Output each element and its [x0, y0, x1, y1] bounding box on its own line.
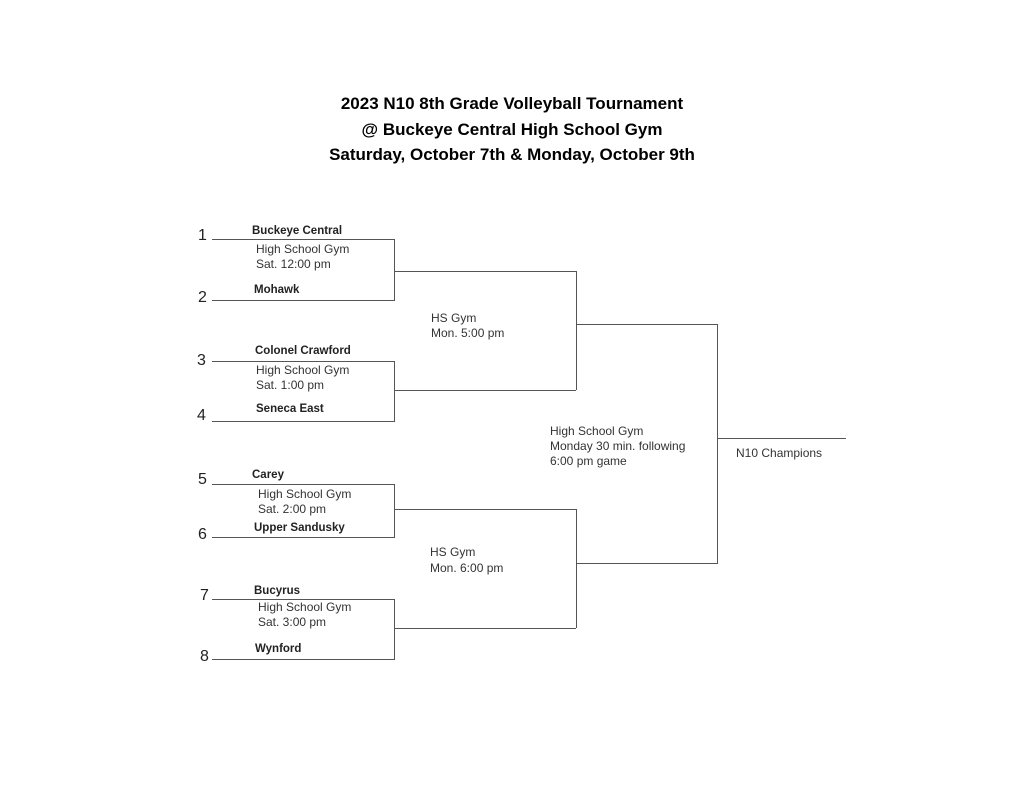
champion-line	[717, 438, 846, 439]
seed-number: 3	[197, 352, 206, 369]
team-name: Colonel Crawford	[255, 345, 351, 357]
team-name: Bucyrus	[254, 585, 301, 597]
match-venue: High School Gym	[256, 363, 350, 377]
bracket-line	[212, 361, 395, 362]
team-name: Buckeye Central	[252, 225, 343, 237]
match-time: Sat. 3:00 pm	[258, 615, 327, 629]
seed-number: 2	[198, 289, 207, 306]
final-time-line-2: 6:00 pm game	[550, 454, 627, 468]
bracket-line	[212, 300, 395, 301]
bracket-line	[576, 324, 718, 325]
match-time: Sat. 12:00 pm	[256, 257, 331, 271]
team-name: Wynford	[255, 643, 302, 655]
champion-label: N10 Champions	[736, 446, 823, 460]
bracket-line	[394, 239, 395, 300]
bracket-line	[394, 509, 576, 510]
seed-number: 6	[198, 526, 207, 543]
seed-number: 1	[198, 227, 207, 244]
bracket-line	[576, 509, 577, 628]
seed-number: 4	[197, 407, 206, 424]
team-name: Upper Sandusky	[254, 522, 345, 534]
match-time: Sat. 1:00 pm	[256, 378, 325, 392]
team-name: Seneca East	[256, 403, 324, 415]
bracket-line	[394, 628, 576, 629]
match-venue: High School Gym	[256, 242, 350, 256]
match-venue: HS Gym	[431, 311, 477, 325]
bracket-line	[212, 484, 395, 485]
bracket-line	[212, 239, 395, 240]
seed-number: 8	[200, 648, 209, 665]
final-time-line-1: Monday 30 min. following	[550, 439, 686, 453]
final-venue: High School Gym	[550, 424, 644, 438]
title-line-2: @ Buckeye Central High School Gym	[361, 120, 663, 139]
bracket-line	[576, 563, 718, 564]
bracket-line	[394, 599, 395, 659]
bracket-line	[717, 324, 718, 563]
match-time: Sat. 2:00 pm	[258, 502, 327, 516]
bracket-line	[212, 421, 395, 422]
title-line-1: 2023 N10 8th Grade Volleyball Tournament	[340, 94, 684, 113]
match-time: Mon. 5:00 pm	[431, 326, 505, 340]
match-time: Mon. 6:00 pm	[430, 561, 504, 575]
match-venue: High School Gym	[258, 487, 352, 501]
bracket-line	[394, 484, 395, 537]
bracket-line	[394, 361, 395, 421]
seed-number: 7	[200, 587, 209, 604]
match-venue: High School Gym	[258, 600, 352, 614]
bracket-line	[394, 271, 576, 272]
bracket-line	[394, 390, 576, 391]
title-line-3: Saturday, October 7th & Monday, October …	[329, 145, 695, 164]
bracket-line	[212, 659, 395, 660]
bracket-line	[576, 271, 577, 390]
bracket-line	[212, 537, 395, 538]
team-name: Carey	[252, 469, 284, 481]
match-venue: HS Gym	[430, 545, 476, 559]
seed-number: 5	[198, 471, 207, 488]
bracket-line	[212, 599, 395, 600]
team-name: Mohawk	[254, 284, 300, 296]
